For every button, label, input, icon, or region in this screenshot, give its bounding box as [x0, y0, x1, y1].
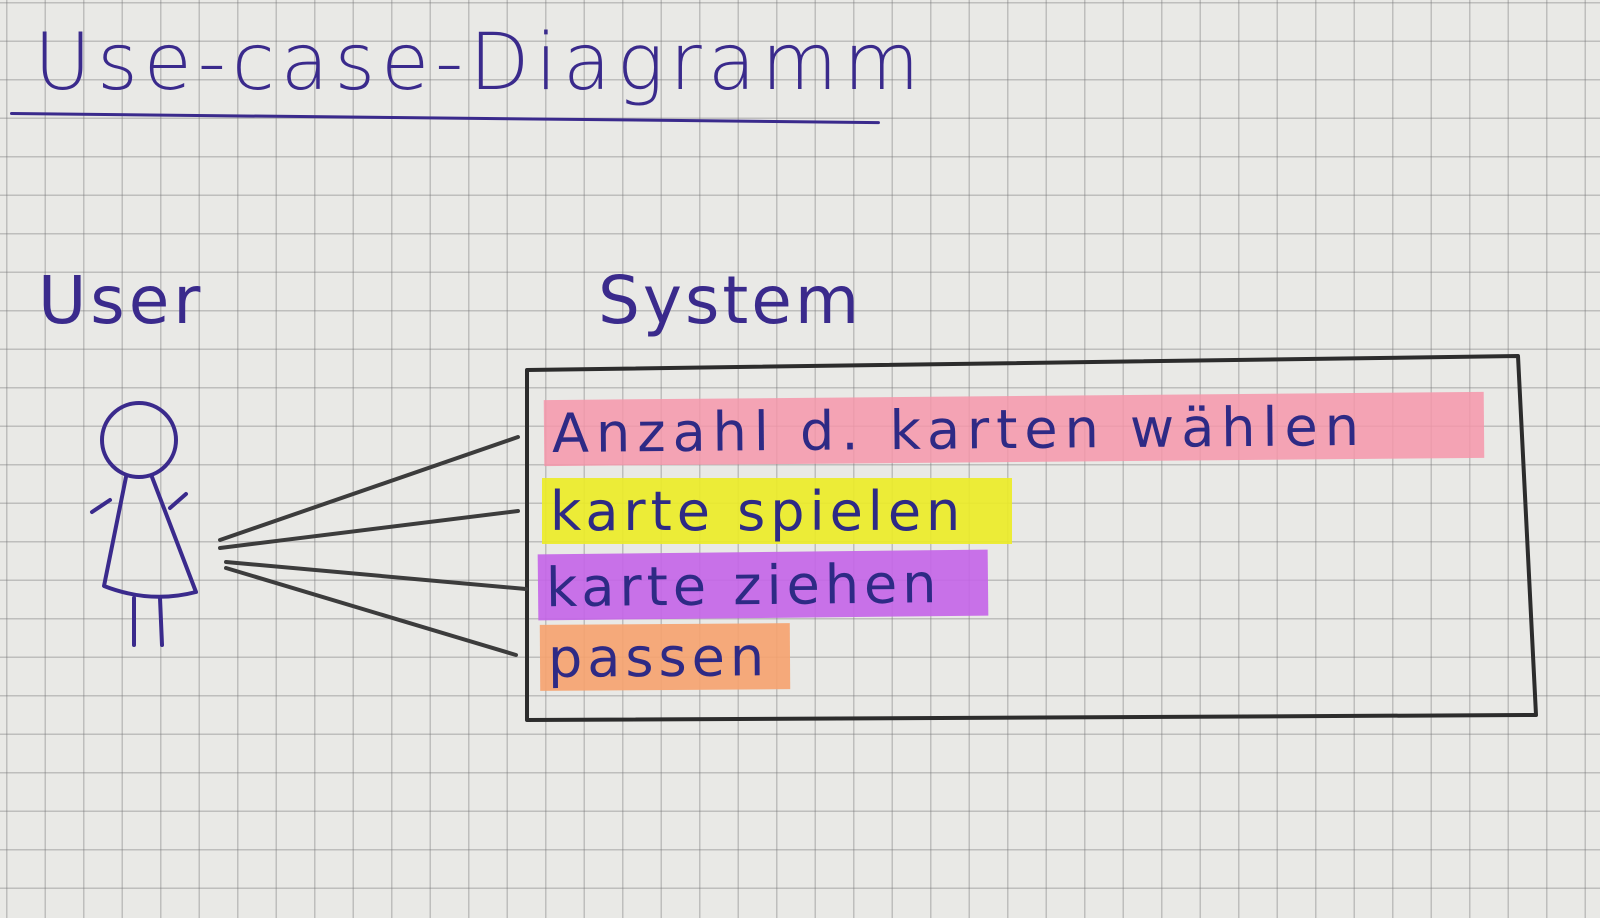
system-boundary	[525, 354, 1538, 722]
use-case-draw-card: karte ziehen	[537, 549, 989, 621]
association-line	[224, 560, 528, 591]
system-label: System	[598, 262, 863, 339]
use-case-choose-card-count: Anzahl d. karten wählen	[543, 391, 1485, 467]
actor-figure-icon	[90, 401, 198, 647]
actor-label: User	[38, 262, 205, 339]
diagram-title: Use-case-Diagramm	[34, 18, 926, 108]
association-line	[224, 566, 518, 657]
use-case-pass: passen	[539, 623, 791, 691]
association-line	[218, 509, 520, 550]
association-line	[218, 435, 520, 542]
association-lines	[218, 435, 528, 657]
use-case-play-card: karte spielen	[542, 478, 1012, 544]
